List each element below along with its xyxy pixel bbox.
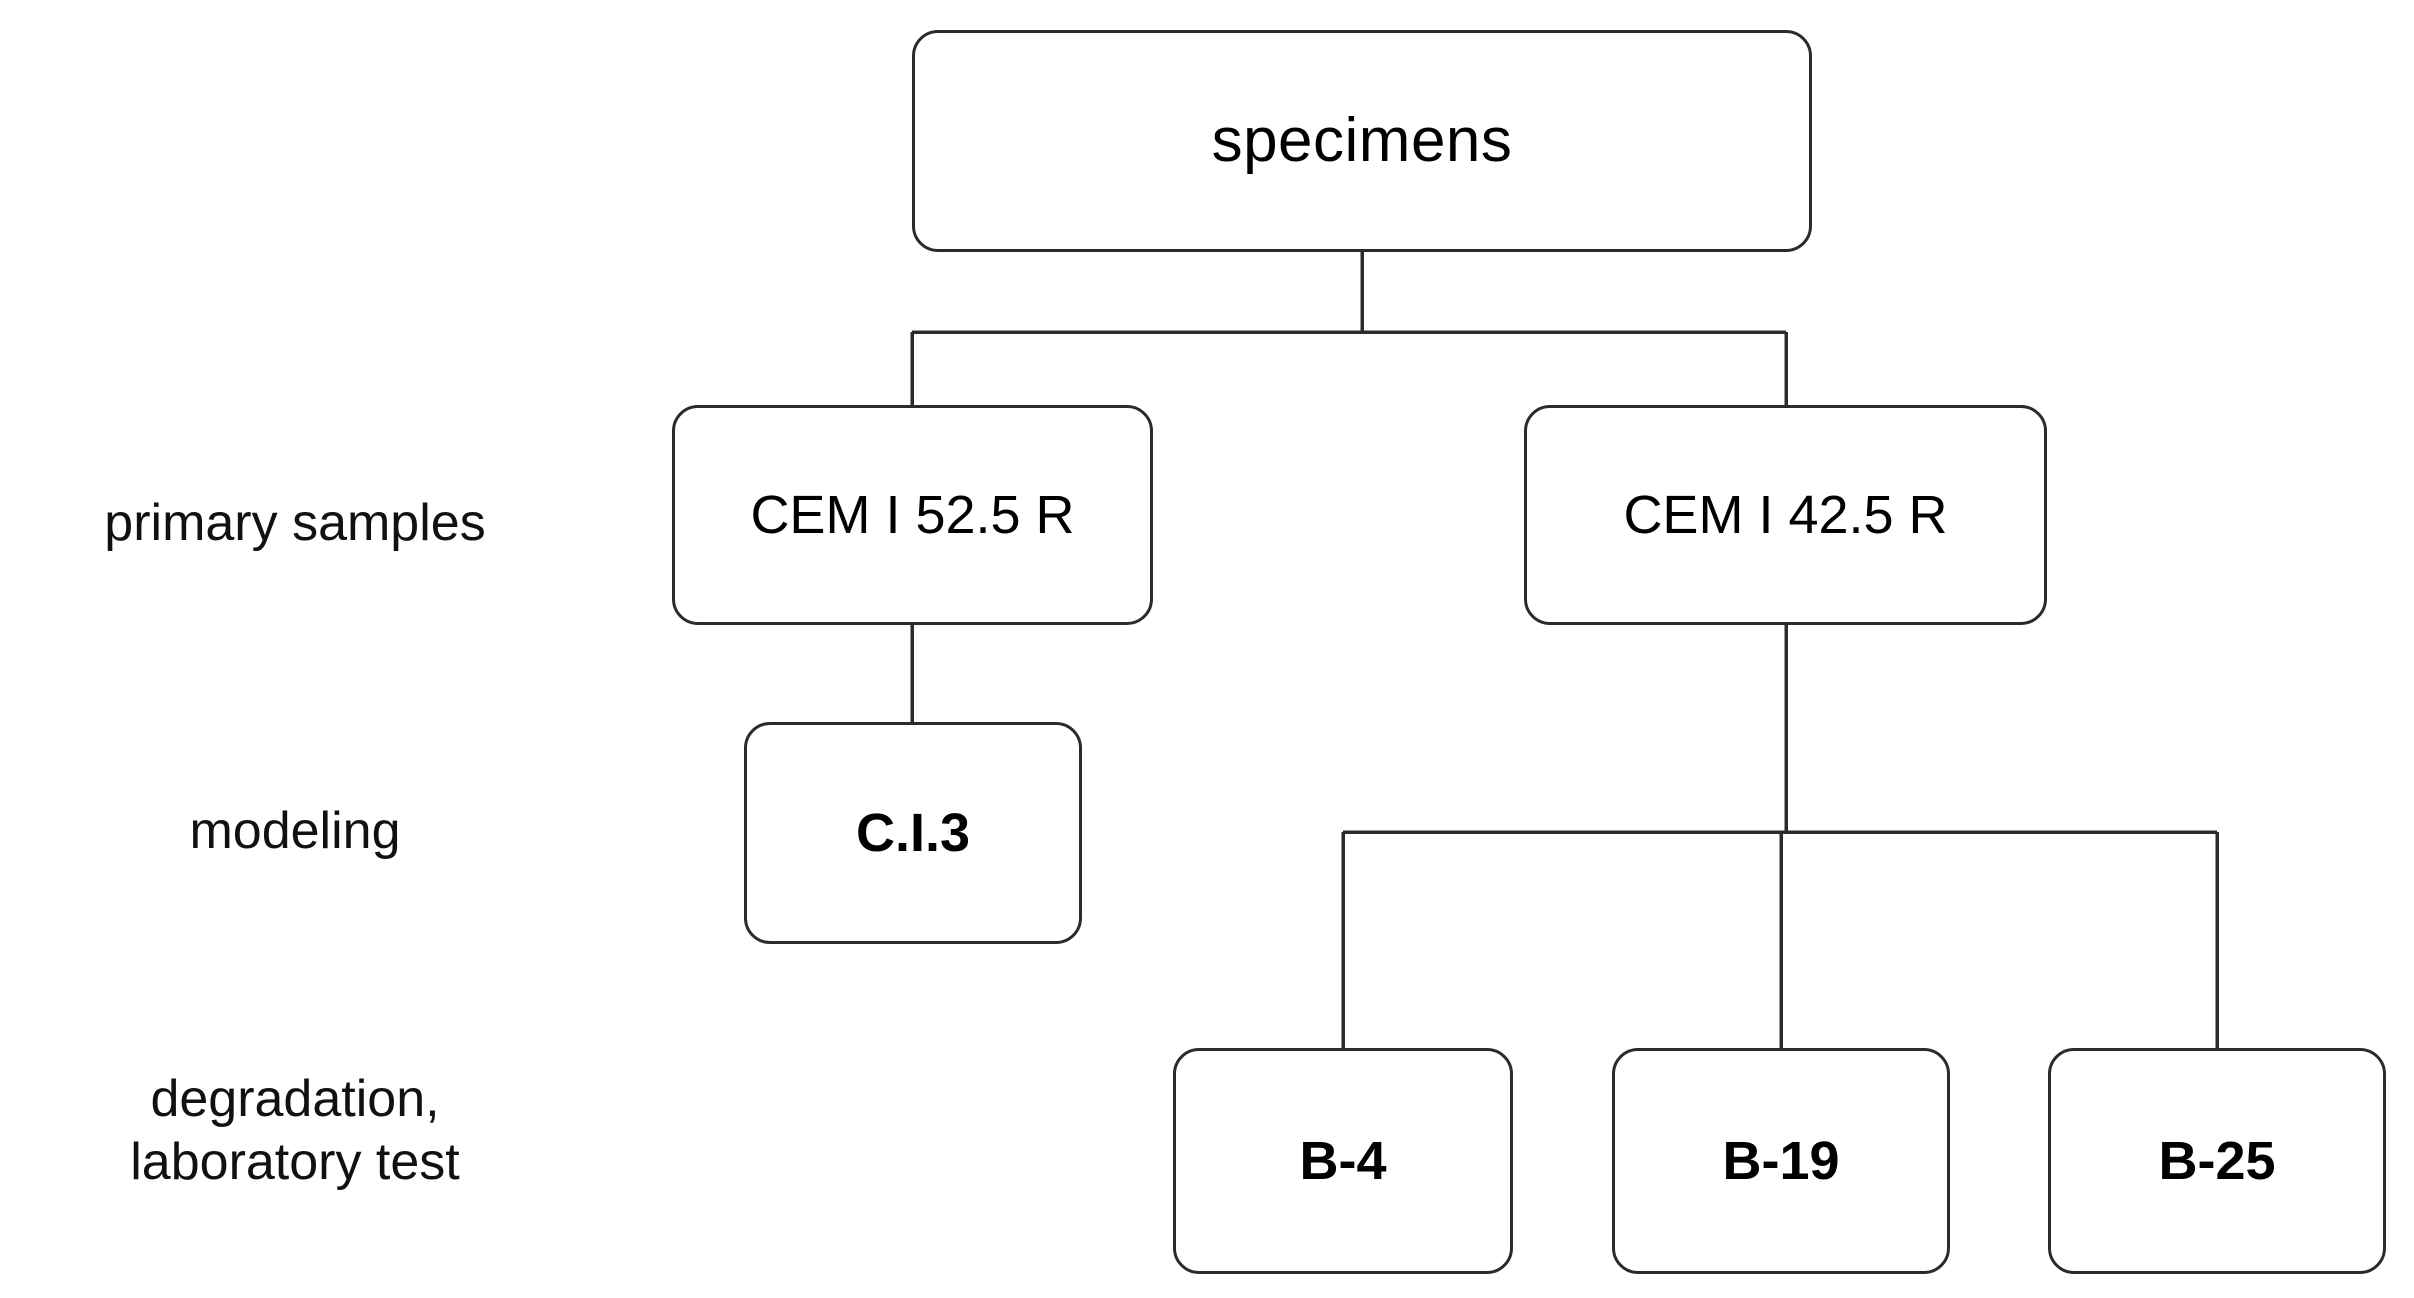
node-b-19-label: B-19 <box>1722 1130 1840 1191</box>
row-label-degradation-line-1: degradation, <box>150 1070 440 1128</box>
row-label-degradation-line-2: laboratory test <box>130 1133 460 1192</box>
node-cem-i-42-5-r[interactable]: CEM I 42.5 R <box>1524 405 2047 625</box>
row-label-modeling-line-1: modeling <box>189 802 401 860</box>
row-label-primary-samples: primary samples <box>10 492 580 555</box>
node-c-i-3-label: C.I.3 <box>855 802 971 863</box>
node-cem-i-52-5-r[interactable]: CEM I 52.5 R <box>672 405 1153 625</box>
row-label-degradation-laboratory-test: degradation, laboratory test <box>10 1068 580 1195</box>
node-b-4[interactable]: B-4 <box>1173 1048 1513 1274</box>
row-label-primary-samples-line-1: primary samples <box>104 494 486 552</box>
node-cem-i-52-5-r-label: CEM I 52.5 R <box>750 484 1075 545</box>
node-cem-i-42-5-r-label: CEM I 42.5 R <box>1623 484 1948 545</box>
node-b-25-label: B-25 <box>2158 1130 2276 1191</box>
node-c-i-3[interactable]: C.I.3 <box>744 722 1082 944</box>
node-b-19[interactable]: B-19 <box>1612 1048 1950 1274</box>
node-specimens[interactable]: specimens <box>912 30 1812 252</box>
node-b-4-label: B-4 <box>1299 1130 1387 1191</box>
node-specimens-label: specimens <box>1211 106 1513 176</box>
node-b-25[interactable]: B-25 <box>2048 1048 2386 1274</box>
row-label-modeling: modeling <box>10 800 580 863</box>
